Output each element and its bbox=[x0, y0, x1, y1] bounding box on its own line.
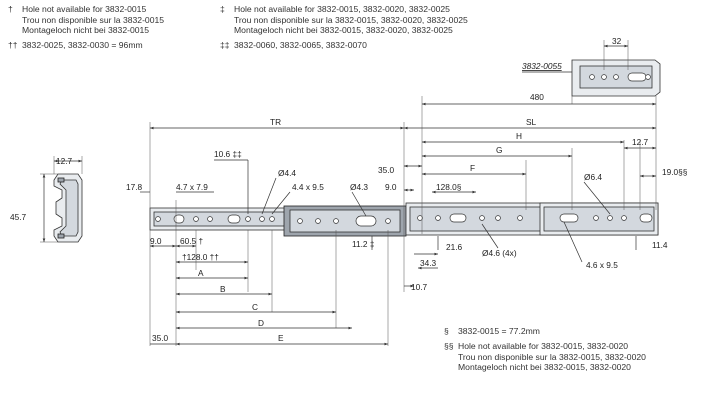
dim-128-0-holes: †128.0 †† bbox=[182, 252, 219, 262]
dim-11-4: 11.4 bbox=[652, 240, 668, 250]
dim-a: A bbox=[198, 268, 204, 278]
dim-4-7x7-9: 4.7 x 7.9 bbox=[176, 182, 208, 192]
note-line: 3832-0015 = 77.2mm bbox=[458, 326, 540, 336]
dim-e: E bbox=[278, 333, 284, 343]
dim-480: 480 bbox=[530, 92, 544, 102]
note-line: 3832-0060, 3832-0065, 3832-0070 bbox=[234, 40, 367, 50]
dim-f: F bbox=[470, 163, 475, 173]
dim-d: D bbox=[258, 318, 264, 328]
dim-35-0-top: 35.0 bbox=[378, 165, 395, 175]
dim-h: H bbox=[516, 131, 522, 141]
note-symbol: §§ bbox=[444, 341, 454, 351]
detail-view bbox=[522, 40, 661, 97]
dim-60-5: 60.5 † bbox=[180, 236, 203, 246]
extension-lines bbox=[149, 96, 657, 346]
slide-body bbox=[149, 202, 659, 237]
note-line: Hole not available for 3832-0015, 3832-0… bbox=[234, 4, 450, 14]
dim-4-4x9-5: 4.4 x 9.5 bbox=[292, 182, 324, 192]
note-symbol: †† bbox=[8, 40, 18, 50]
note-line: Trou non disponible sur la 3832-0015 bbox=[22, 14, 165, 25]
dim-9-0-right: 9.0 bbox=[385, 182, 397, 192]
note-line: Montageloch nicht bei 3832-0015 bbox=[22, 25, 150, 35]
dim-dia-4-4: Ø4.4 bbox=[278, 168, 296, 178]
dim-19: 19.0§§ bbox=[662, 167, 688, 177]
dim-17-8: 17.8 bbox=[126, 182, 143, 192]
dim-4-6x9-5: 4.6 x 9.5 bbox=[586, 260, 618, 270]
dim-c: C bbox=[252, 302, 258, 312]
dim-g: G bbox=[496, 145, 502, 155]
note-line: Montageloch nicht bei 3832-0015, 3832-00… bbox=[234, 25, 453, 35]
note-line: Trou non disponible sur la 3832-0015, 38… bbox=[458, 351, 646, 362]
dim-12-7-profile: 12.7 bbox=[56, 156, 73, 166]
note-symbol: § bbox=[444, 326, 449, 336]
dim-10-7: 10.7 bbox=[411, 282, 428, 292]
dim-dia-6-4: Ø6.4 bbox=[584, 172, 602, 182]
dim-128-0-section: 128.0§ bbox=[436, 182, 462, 192]
note-symbol: ‡ bbox=[220, 4, 225, 14]
dim-11-2: 11.2 ‡ bbox=[352, 239, 375, 249]
note-line: Montageloch nicht bei 3832-0015, 3832-00… bbox=[458, 362, 631, 372]
dim-b: B bbox=[220, 284, 226, 294]
note-line: Trou non disponible sur la 3832-0015, 38… bbox=[234, 14, 468, 25]
profile-cross-section bbox=[40, 156, 83, 243]
dim-45-7: 45.7 bbox=[10, 212, 27, 222]
dim-35-0-bottom: 35.0 bbox=[152, 333, 169, 343]
dim-9-0-left: 9.0 bbox=[150, 236, 162, 246]
dim-dia-4-6: Ø4.6 (4x) bbox=[482, 248, 517, 258]
dim-34-3: 34.3 bbox=[420, 258, 437, 268]
dim-sl: SL bbox=[526, 117, 537, 127]
dim-32: 32 bbox=[612, 36, 622, 46]
dim-tr: TR bbox=[270, 117, 281, 127]
dim-10-6: 10.6 ‡‡ bbox=[214, 149, 242, 159]
dim-12-7-end: 12.7 bbox=[632, 137, 649, 147]
note-symbol: † bbox=[8, 4, 13, 14]
dim-21-6: 21.6 bbox=[446, 242, 463, 252]
note-line: Hole not available for 3832-0015, 3832-0… bbox=[458, 341, 629, 351]
note-line: 3832-0025, 3832-0030 = 96mm bbox=[22, 40, 143, 50]
dimension-lines bbox=[140, 102, 656, 346]
dim-dia-4-3: Ø4.3 bbox=[350, 182, 368, 192]
part-number-label: 3832-0055 bbox=[522, 61, 562, 71]
note-symbol: ‡‡ bbox=[220, 40, 230, 50]
note-line: Hole not available for 3832-0015 bbox=[22, 4, 147, 14]
